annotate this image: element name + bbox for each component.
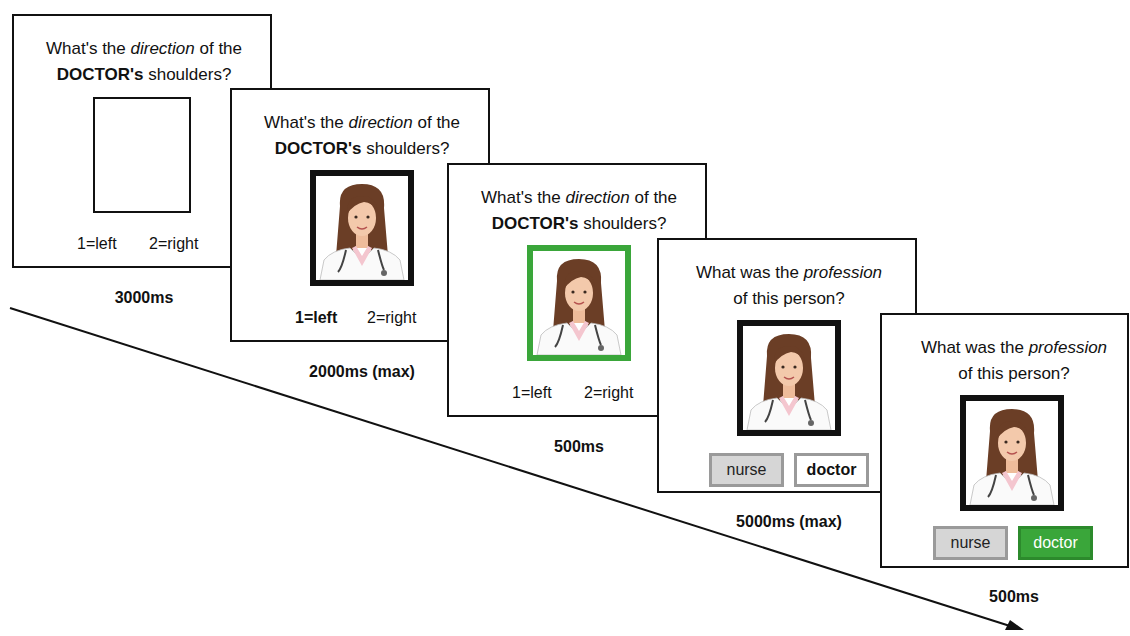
question-word: DOCTOR's [57,65,149,84]
answer-button: doctor [1018,526,1093,560]
question-word: person? [783,289,844,308]
question-word: What [696,263,740,282]
duration-label: 5000ms (max) [679,512,899,532]
text-slot: What was the profession of this person? [661,260,917,312]
key-mapping: 2=right [149,234,198,254]
question-text: What's the direction of the DOCTOR's sho… [234,110,490,162]
question-word: of [733,289,752,308]
question-word: direction [348,113,417,132]
text-slot: 1=left [295,308,337,328]
photo-frame [960,395,1064,511]
question-word: direction [565,188,634,207]
answer-button: nurse [709,453,784,487]
answer-button: nurse [933,526,1008,560]
text-slot: What's the direction of the DOCTOR's sho… [16,36,272,88]
text-slot: 5000ms (max) [679,512,899,532]
question-word: of [199,39,218,58]
key-mapping: 1=left [77,234,117,254]
text-slot: 500ms [904,587,1124,607]
text-slot: 1=left [77,234,117,254]
question-word: of [958,364,977,383]
question-word: What's [46,39,102,58]
question-word: this [752,289,783,308]
question-word: direction [130,39,199,58]
question-word: DOCTOR's [492,214,584,233]
text-slot: What's the direction of the DOCTOR's sho… [451,185,707,237]
question-word: was [740,263,775,282]
text-slot: What's the direction of the DOCTOR's sho… [234,110,490,162]
time-arrow-head [1005,620,1024,630]
question-word: the [1000,338,1028,357]
empty-frame [93,97,191,213]
question-text: What was the profession of this person? [661,260,917,312]
question-word: the [537,188,565,207]
key-mapping: 2=right [367,308,416,328]
key-mapping: 2=right [584,383,633,403]
question-word: the [102,39,130,58]
key-mapping: 1=left [295,308,337,328]
button-label: doctor [1033,533,1077,553]
answer-button: doctor [794,453,869,487]
question-word: profession [1029,338,1107,357]
question-word: shoulders? [583,214,666,233]
button-label: nurse [726,460,766,480]
question-word: was [965,338,1000,357]
key-mapping: 1=left [512,383,552,403]
question-word: the [218,39,242,58]
question-word: the [320,113,348,132]
photo-frame [310,170,414,286]
duration-label: 500ms [469,437,689,457]
text-slot: 1=left [512,383,552,403]
question-word: of [634,188,653,207]
question-word: the [775,263,803,282]
question-text: What's the direction of the DOCTOR's sho… [16,36,272,88]
question-word: profession [804,263,882,282]
question-word: What [921,338,965,357]
question-word: the [436,113,460,132]
duration-label: 3000ms [34,288,254,308]
text-slot: 2=right [367,308,416,328]
photo-frame-correct [527,245,631,361]
text-slot: 2=right [149,234,198,254]
text-slot: 2000ms (max) [252,362,472,382]
question-word: shoulders? [366,139,449,158]
question-word: DOCTOR's [275,139,367,158]
question-word: What's [481,188,537,207]
question-word: this [977,364,1008,383]
text-slot: 3000ms [34,288,254,308]
text-slot: 2=right [584,383,633,403]
text-slot: 500ms [469,437,689,457]
question-text: What's the direction of the DOCTOR's sho… [451,185,707,237]
question-word: the [653,188,677,207]
question-word: person? [1008,364,1069,383]
duration-label: 2000ms (max) [252,362,472,382]
text-slot: What was the profession of this person? [886,335,1130,387]
question-word: of [417,113,436,132]
duration-label: 500ms [904,587,1124,607]
photo-frame [737,320,841,436]
question-text: What was the profession of this person? [886,335,1130,387]
question-word: What's [264,113,320,132]
question-word: shoulders? [148,65,231,84]
button-label: nurse [950,533,990,553]
button-label: doctor [807,460,857,480]
